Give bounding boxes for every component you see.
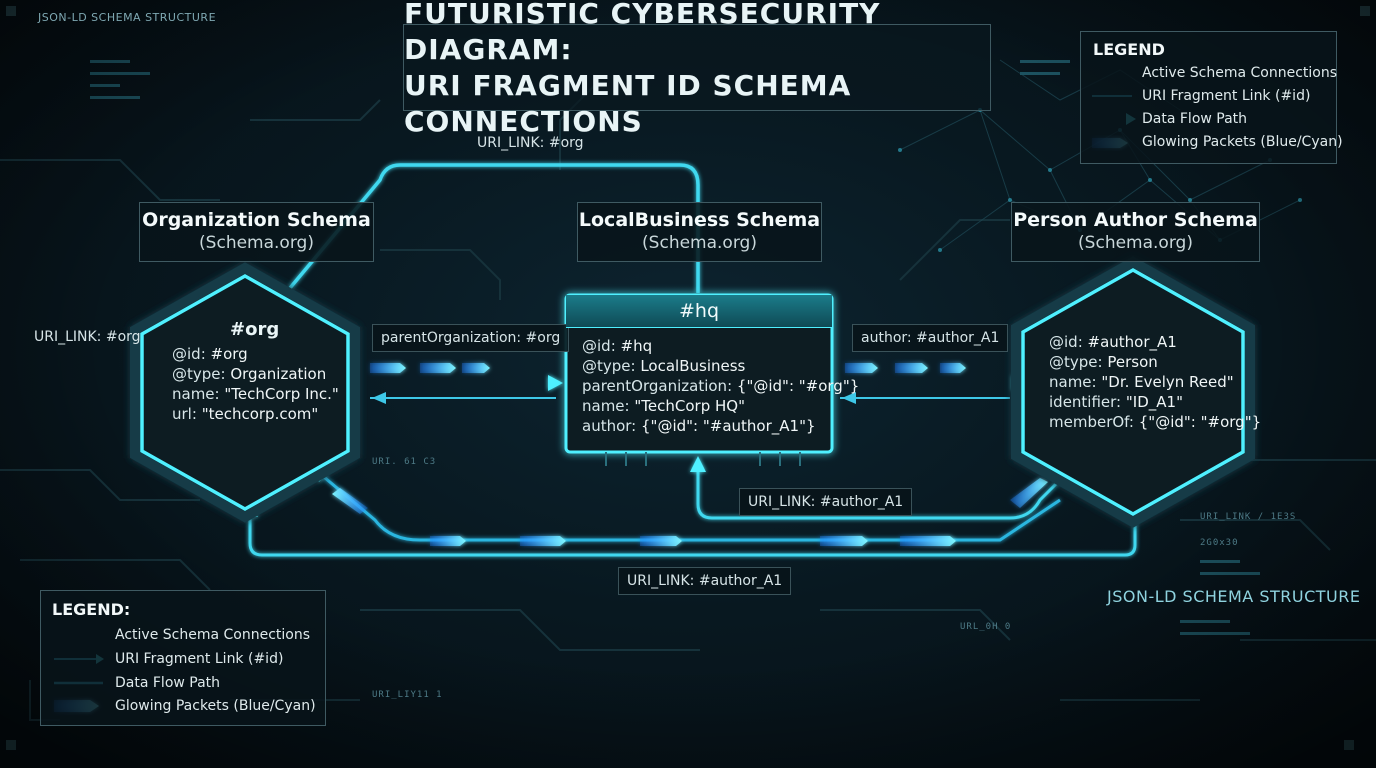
organization-schema-label: Organization Schema (Schema.org): [139, 202, 374, 262]
left-org-link-label: URI_LINK: #org: [34, 329, 141, 345]
organization-schema-name: Organization Schema: [142, 209, 371, 231]
org-field-key: @type:: [172, 365, 226, 383]
org-field-value: Organization: [230, 365, 327, 383]
top-org-link: [288, 163, 700, 293]
background-tag: URL_0H 0: [960, 622, 1012, 632]
org-field-value: "TechCorp Inc.": [224, 385, 339, 403]
org-field-key: @id:: [172, 345, 206, 363]
legend-bottom-item-active: Active Schema Connections: [115, 627, 311, 643]
hq-field-key: parentOrganization:: [582, 377, 733, 395]
legend-item-packets: Glowing Packets (Blue/Cyan): [1142, 134, 1343, 150]
background-tag: URI_LINK / 1E3S: [1200, 512, 1297, 522]
author-loop-link: [696, 470, 1062, 520]
localbusiness-schema-label: LocalBusiness Schema (Schema.org): [577, 202, 822, 262]
org-field-value: #org: [210, 345, 248, 363]
hq-field-key: @type:: [582, 357, 636, 375]
author-field-key: name:: [1049, 373, 1097, 391]
org-node-field: name: "TechCorp Inc.": [172, 384, 339, 404]
background-tag: URI. 61 C3: [372, 457, 437, 467]
author-field-value: {"@id": "#org"}: [1138, 413, 1262, 431]
hq-field-value: #hq: [620, 337, 653, 355]
author-loop-link-label: URI_LINK: #author_A1: [739, 488, 913, 516]
hq-node-field: parentOrganization: {"@id": "#org"}: [582, 376, 859, 396]
hq-node-field: author: {"@id": "#author_A1"}: [582, 416, 816, 436]
author-field-value: "Dr. Evelyn Reed": [1101, 373, 1234, 391]
hq-field-key: name:: [582, 397, 630, 415]
legend-item-active-connections: Active Schema Connections: [1142, 65, 1338, 81]
org-node-field: url: "techcorp.com": [172, 404, 318, 424]
legend-bottom: LEGEND: Active Schema Connections URI Fr…: [40, 590, 326, 726]
author-field-key: memberOf:: [1049, 413, 1134, 431]
legend-item-uri-link: URI Fragment Link (#id): [1142, 88, 1311, 104]
org-return-link: [317, 470, 1061, 542]
bottom-long-link: [248, 500, 1137, 557]
top-org-link-label: URI_LINK: #org: [477, 135, 584, 151]
author-field-value: "ID_A1": [1125, 393, 1183, 411]
legend-bottom-item-uri: URI Fragment Link (#id): [115, 651, 284, 667]
author-node-field: @type: Person: [1049, 352, 1158, 372]
title-line-1: FUTURISTIC CYBERSECURITY DIAGRAM:: [404, 0, 881, 66]
author-field-key: @id:: [1049, 333, 1083, 351]
author-field-value: Person: [1107, 353, 1158, 371]
author-node-field: memberOf: {"@id": "#org"}: [1049, 412, 1261, 432]
glowing-packets: [332, 363, 1048, 546]
hq-field-key: @id:: [582, 337, 616, 355]
corner-label: JSON-LD SCHEMA STRUCTURE: [38, 11, 217, 24]
legend-item-data-flow: Data Flow Path: [1142, 111, 1248, 127]
hq-node-field: @id: #hq: [582, 336, 652, 356]
structure-label: JSON-LD SCHEMA STRUCTURE: [1107, 587, 1361, 606]
org-hexagon: [130, 262, 360, 523]
org-node-field: @id: #org: [172, 344, 248, 364]
parent-org-link-label: parentOrganization: #org: [372, 324, 570, 352]
hq-field-value: "TechCorp HQ": [634, 397, 745, 415]
author-node-field: @id: #author_A1: [1049, 332, 1177, 352]
org-node-heading: #org: [230, 319, 280, 340]
person-schema-source: (Schema.org): [1078, 233, 1193, 253]
author-field-key: identifier:: [1049, 393, 1122, 411]
legend-bottom-title: LEGEND:: [52, 600, 131, 619]
legend-bottom-item-packets: Glowing Packets (Blue/Cyan): [115, 698, 316, 714]
legend-title: LEGEND: [1093, 40, 1165, 59]
hq-field-value: LocalBusiness: [640, 357, 746, 375]
author-node-field: name: "Dr. Evelyn Reed": [1049, 372, 1234, 392]
hq-node-field: name: "TechCorp HQ": [582, 396, 745, 416]
localbusiness-schema-source: (Schema.org): [642, 233, 757, 253]
legend-bottom-item-flow: Data Flow Path: [115, 675, 221, 691]
hq-node-field: @type: LocalBusiness: [582, 356, 745, 376]
author-link-label: author: #author_A1: [852, 324, 1009, 352]
org-node-field: @type: Organization: [172, 364, 326, 384]
organization-schema-source: (Schema.org): [199, 233, 314, 253]
person-schema-name: Person Author Schema: [1013, 209, 1258, 231]
author-hexagon: [1011, 256, 1255, 528]
org-field-key: url:: [172, 405, 197, 423]
background-tag: URI_LIY11 1: [372, 690, 443, 700]
hq-field-value: {"@id": "#author_A1"}: [641, 417, 816, 435]
bottom-author-link-label: URI_LINK: #author_A1: [618, 567, 792, 595]
diagram-title: FUTURISTIC CYBERSECURITY DIAGRAM: URI FR…: [403, 0, 991, 138]
person-schema-label: Person Author Schema (Schema.org): [1011, 202, 1260, 262]
author-node-field: identifier: "ID_A1": [1049, 392, 1183, 412]
background-tag: 2G0x30: [1200, 538, 1239, 548]
title-line-2: URI FRAGMENT ID SCHEMA CONNECTIONS: [404, 68, 852, 138]
localbusiness-schema-name: LocalBusiness Schema: [578, 209, 821, 231]
hq-field-key: author:: [582, 417, 637, 435]
author-field-key: @type:: [1049, 353, 1103, 371]
org-field-key: name:: [172, 385, 220, 403]
legend-top: LEGEND Active Schema Connections URI Fra…: [1080, 31, 1343, 164]
org-field-value: "techcorp.com": [201, 405, 319, 423]
author-field-value: #author_A1: [1087, 333, 1177, 351]
hq-field-value: {"@id": "#org"}: [736, 377, 860, 395]
hq-node-heading: #hq: [566, 295, 832, 328]
